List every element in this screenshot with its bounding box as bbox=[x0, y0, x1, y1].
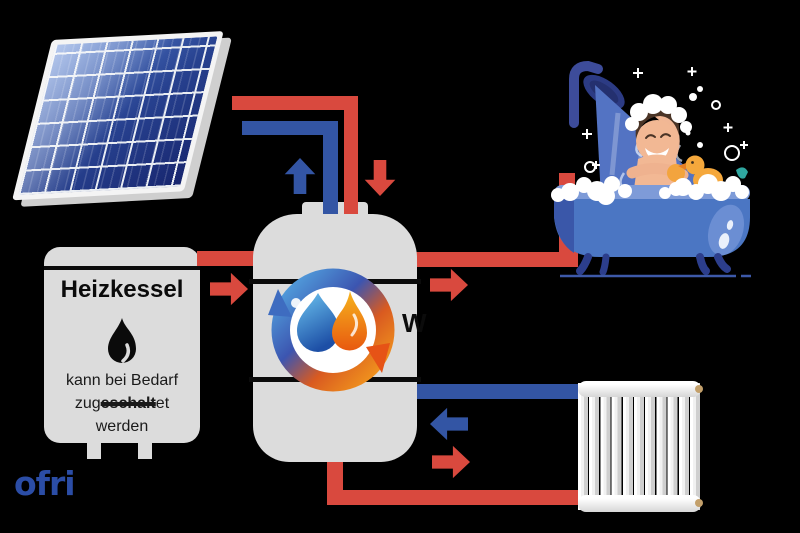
radiator-valve bbox=[695, 499, 703, 507]
boiler-title: Heizkessel bbox=[60, 276, 184, 303]
flow-arrow-left-icon bbox=[430, 407, 468, 441]
flow-arrow-right-icon bbox=[210, 271, 248, 307]
flow-arrow-right-icon bbox=[430, 268, 468, 302]
flame-icon bbox=[108, 318, 136, 363]
solar-panel bbox=[12, 30, 224, 201]
struck-text: eschalt bbox=[100, 395, 156, 412]
heat-cycle-icon bbox=[268, 268, 395, 392]
pipe-solar-cold-vertical bbox=[323, 121, 338, 218]
radiator bbox=[578, 381, 703, 512]
pipe-tank-to-bath-horizontal bbox=[416, 252, 578, 267]
bathing-person bbox=[625, 94, 692, 197]
boiler-note: kann bei Bedarf zugeschaltet werden bbox=[44, 369, 200, 438]
pipe-solar-cold-horizontal bbox=[242, 121, 338, 135]
foam-bubbles bbox=[551, 86, 749, 205]
bathtub-illustration bbox=[551, 60, 751, 278]
boiler-note-line2: zugeschaltet bbox=[74, 395, 170, 412]
washcloth bbox=[736, 167, 748, 179]
boiler-divider bbox=[44, 266, 200, 270]
pipe-boiler-to-tank bbox=[197, 251, 257, 266]
shower-arm-icon bbox=[569, 60, 603, 128]
shower-head-icon bbox=[583, 74, 625, 110]
pipe-solar-hot-vertical bbox=[344, 96, 358, 218]
pipe-radiator-return bbox=[417, 384, 583, 399]
radiator-top-bar bbox=[578, 381, 701, 397]
boiler-leg bbox=[138, 443, 152, 459]
pipe-solar-hot-horizontal bbox=[232, 96, 358, 110]
radiator-valve bbox=[695, 385, 703, 393]
radiator-bottom-bar bbox=[578, 495, 701, 512]
solar-panel-cells bbox=[18, 36, 218, 195]
boiler-note-line3: werden bbox=[95, 418, 149, 435]
sparkles bbox=[582, 67, 748, 173]
ofri-logo: ofri bbox=[14, 464, 76, 503]
flow-arrow-right-icon bbox=[432, 445, 470, 479]
boiler-note-line1: kann bei Bedarf bbox=[65, 372, 179, 389]
flow-arrow-up-icon bbox=[282, 157, 318, 195]
boiler-leg bbox=[87, 443, 101, 459]
radiator-fins bbox=[578, 383, 701, 510]
pipe-tank-to-radiator bbox=[327, 490, 583, 505]
tank-label: W bbox=[402, 308, 427, 338]
flow-arrow-down-icon bbox=[362, 159, 398, 197]
